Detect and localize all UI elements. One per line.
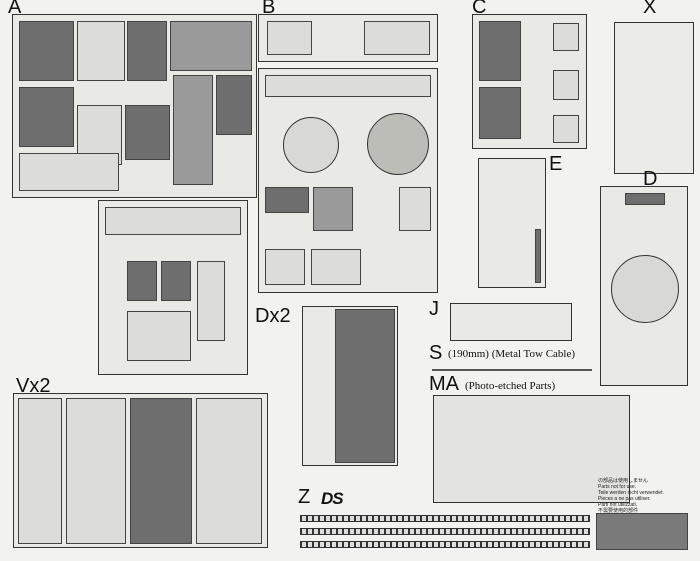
sprue-e-label: E <box>549 153 563 175</box>
part-d-label: D <box>643 168 658 190</box>
sprue-c-label: C <box>472 0 487 18</box>
sprue-a-lower-part <box>105 207 241 235</box>
sprue-vx2 <box>13 393 268 548</box>
sprue-a-part <box>77 21 125 81</box>
part-ma-label: MA <box>429 373 459 395</box>
warning-line: Teile werden nicht verwendet. <box>598 490 664 496</box>
sprue-a-label: A <box>8 0 22 18</box>
sprue-b-part <box>265 75 431 97</box>
sprue-a-part <box>216 75 252 135</box>
sprue-a-part <box>127 21 167 81</box>
unused-parts-warning: の部品は使用しません Parts not for use. Teile werd… <box>598 478 678 514</box>
sprue-vx2-section <box>196 398 262 544</box>
part-s-description: (190mm) (Metal Tow Cable) <box>448 348 576 360</box>
sprue-dx2 <box>302 306 398 466</box>
part-d-ring <box>611 255 679 323</box>
brand-logo: DS <box>321 489 344 508</box>
sprue-a-lower-part <box>197 261 225 341</box>
part-z-label: Z <box>298 486 311 508</box>
sprue-a <box>12 14 257 198</box>
sprue-a-part <box>125 105 170 160</box>
warning-line: 不需要使用的部件 <box>598 508 639 514</box>
track-run <box>300 515 590 522</box>
part-d-hull <box>600 186 688 386</box>
sprue-b-part <box>399 187 431 231</box>
sprue-a-lower <box>98 200 248 375</box>
photo-etched-fret <box>433 395 630 503</box>
sprue-vx2-section <box>130 398 192 544</box>
sprue-b <box>258 14 438 62</box>
sprue-a-part <box>19 153 119 191</box>
sprue-b-part <box>265 249 305 285</box>
sprue-c-part <box>553 70 579 100</box>
sprue-a-part <box>19 21 74 81</box>
sprue-a-lower-part <box>127 311 191 361</box>
part-ma-description: (Photo-etched Parts) <box>465 380 556 392</box>
sprue-e-part <box>535 229 541 283</box>
part-x-label: X <box>643 0 657 18</box>
sprue-b-main <box>258 68 438 293</box>
sprue-a-part <box>19 87 74 147</box>
sprue-c-part <box>553 115 579 143</box>
sprue-dx2-label: Dx2 <box>255 305 291 327</box>
part-x-hull <box>614 22 694 174</box>
sprue-dx2-panel <box>335 309 395 463</box>
part-d-part <box>625 193 665 205</box>
warning-line: Parts not for use. <box>598 484 637 490</box>
sprue-vx2-section <box>18 398 62 544</box>
sprue-b-part <box>267 21 312 55</box>
sprue-e <box>478 158 546 288</box>
tow-cable <box>432 369 592 371</box>
sprue-c <box>472 14 587 149</box>
sprue-vx2-section <box>66 398 126 544</box>
sprue-b-part <box>313 187 353 231</box>
sprue-vx2-label: Vx2 <box>16 375 51 397</box>
sprue-j <box>450 303 572 341</box>
sprue-a-lower-part <box>161 261 191 301</box>
sprue-a-lower-part <box>127 261 157 301</box>
sprue-a-part <box>170 21 252 71</box>
turret-ring-part <box>283 117 339 173</box>
sprue-b-part <box>265 187 309 213</box>
unused-parts-swatch <box>596 513 688 550</box>
sprue-b-part <box>311 249 361 285</box>
turret-ring-part <box>367 113 429 175</box>
sprue-c-part <box>553 23 579 51</box>
warning-line: Parti not utilizzati. <box>598 502 638 508</box>
sprue-c-part <box>479 21 521 81</box>
sprue-b-part <box>364 21 430 55</box>
sprue-a-part <box>173 75 213 185</box>
track-run <box>300 528 590 535</box>
sprue-c-part <box>479 87 521 139</box>
sprue-b-label: B <box>262 0 276 18</box>
part-s-label: S <box>429 342 443 364</box>
warning-line: の部品は使用しません <box>598 478 648 484</box>
track-run <box>300 541 590 548</box>
sprue-j-label: J <box>429 298 439 320</box>
warning-line: Pieces a ne pas utiliser. <box>598 496 651 502</box>
